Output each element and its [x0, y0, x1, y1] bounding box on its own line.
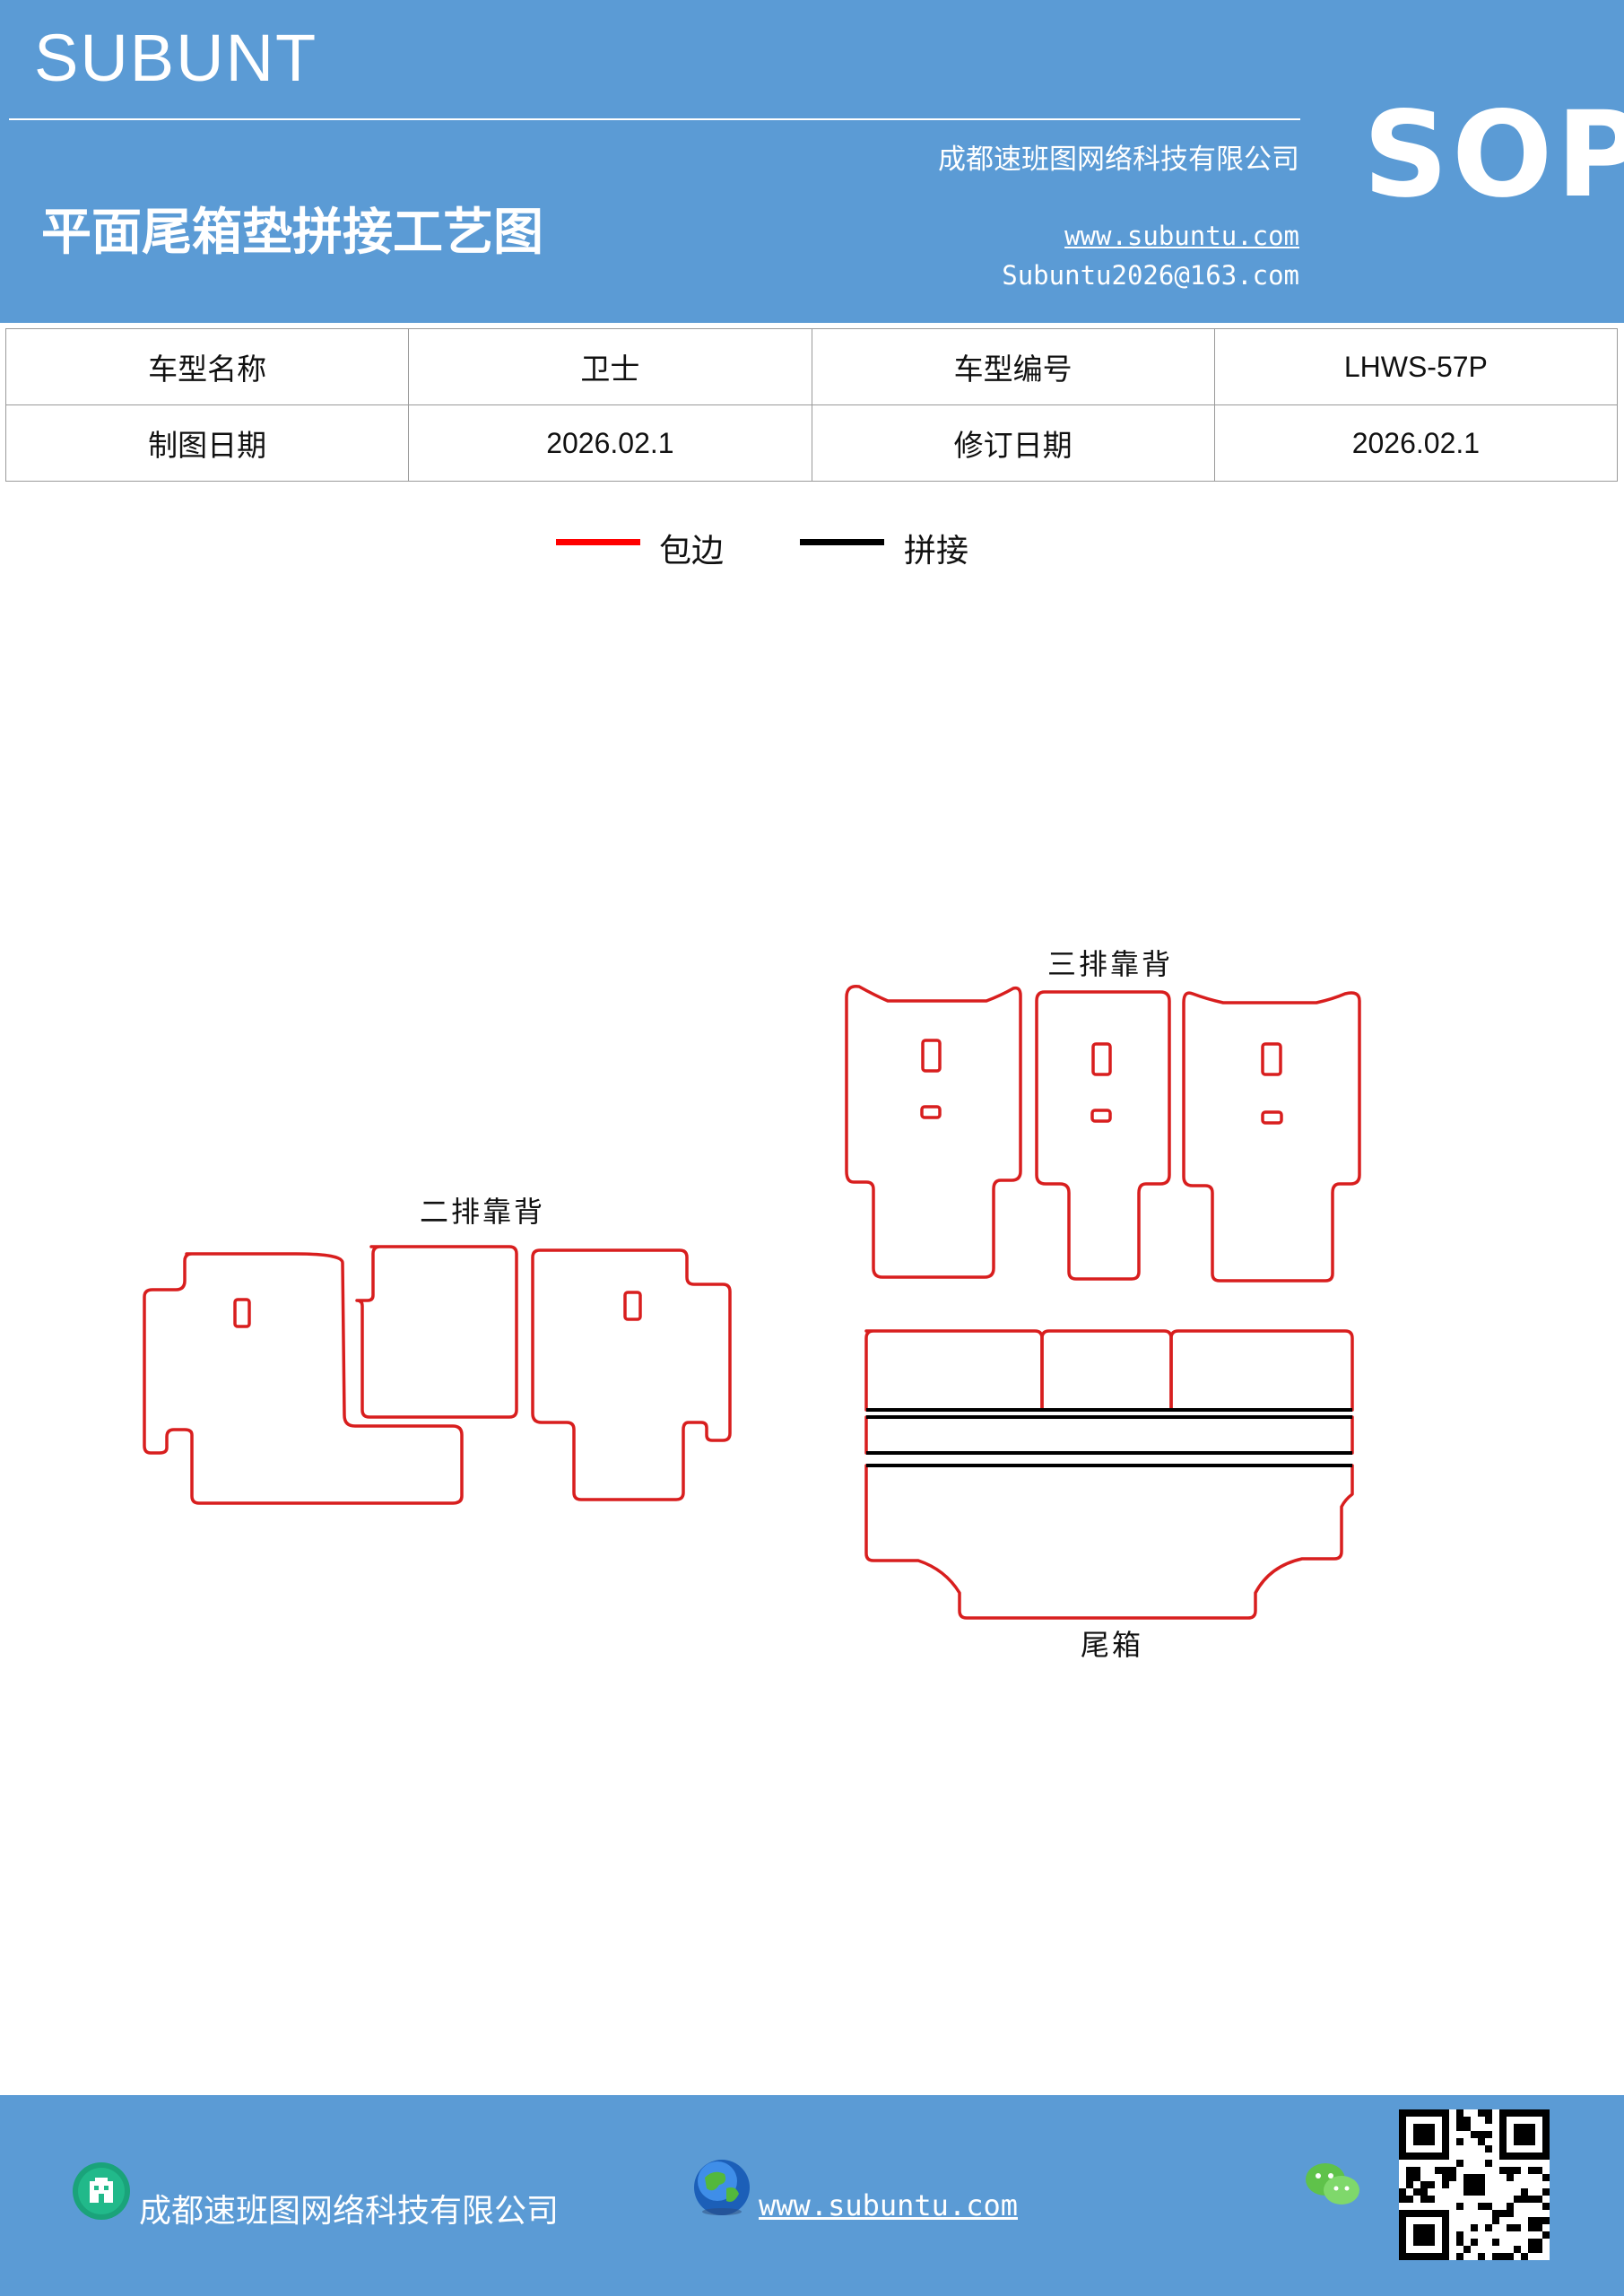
table-cell: 修订日期	[811, 404, 1215, 482]
second-row-left-slot	[233, 1298, 251, 1328]
sop-badge: SOP	[1363, 86, 1624, 224]
trunk-top-middle-piece	[1040, 1329, 1173, 1412]
label-second-row: 二排靠背	[420, 1195, 545, 1229]
mat-splicing-diagram: 二排靠背 三排靠背 尾箱	[143, 947, 1361, 1662]
third-row-right-slot	[1261, 1042, 1282, 1076]
qr-code	[1399, 2109, 1550, 2260]
globe-icon	[694, 2160, 750, 2215]
table-row: 车型名称 卫士 车型编号 LHWS-57P	[4, 328, 1619, 405]
table-cell: 车型名称	[4, 328, 410, 405]
third-row-middle-panel	[1035, 990, 1171, 1281]
legend-swatch-edge	[556, 539, 640, 545]
table-cell: LHWS-57P	[1213, 328, 1619, 405]
third-row-left-hole	[920, 1105, 942, 1119]
footer-website-link[interactable]: www.subuntu.com	[759, 2188, 1018, 2222]
legend-swatch-seam	[800, 539, 884, 545]
building-icon	[73, 2162, 130, 2220]
header: SUBUNT 成都速班图网络科技有限公司 平面尾箱垫拼接工艺图 www.subu…	[0, 0, 1624, 323]
second-row-right-slot	[623, 1291, 642, 1321]
footer: 成都速班图网络科技有限公司 www.subuntu.com	[0, 2095, 1624, 2296]
legend: 包边 拼接	[0, 525, 1624, 578]
vehicle-info-table: 车型名称 卫士 车型编号 LHWS-57P 制图日期 2026.02.1 修订日…	[4, 328, 1619, 482]
company-name: 成都速班图网络科技有限公司	[938, 144, 1299, 176]
email-address: Subuntu2026@163.com	[1002, 260, 1299, 291]
label-third-row: 三排靠背	[1047, 947, 1173, 981]
table-cell: 卫士	[408, 328, 812, 405]
table-row: 制图日期 2026.02.1 修订日期 2026.02.1	[4, 404, 1619, 482]
trunk-main-panel	[864, 1464, 1354, 1620]
third-row-left-panel	[845, 985, 1022, 1279]
second-row-right-panel	[531, 1248, 732, 1501]
footer-company: 成都速班图网络科技有限公司	[139, 2193, 560, 2230]
third-row-right-panel	[1182, 991, 1361, 1283]
table-cell: 2026.02.1	[408, 404, 812, 482]
label-trunk: 尾箱	[1081, 1628, 1143, 1662]
trunk-middle-strip	[864, 1415, 1354, 1455]
table-cell: 2026.02.1	[1213, 404, 1619, 482]
third-row-middle-slot	[1091, 1042, 1112, 1076]
trunk-top-left-piece	[864, 1329, 1044, 1412]
brand-logo: SUBUNT	[34, 21, 318, 95]
second-row-left-panel	[143, 1252, 464, 1505]
legend-label-seam: 拼接	[904, 533, 969, 570]
third-row-middle-hole	[1090, 1109, 1112, 1123]
wechat-icon[interactable]	[1302, 2158, 1365, 2212]
second-row-middle-panel	[355, 1245, 518, 1419]
table-cell: 制图日期	[4, 404, 410, 482]
third-row-right-hole	[1261, 1110, 1283, 1125]
header-divider	[9, 118, 1300, 120]
legend-label-edge: 包边	[659, 533, 725, 570]
website-link[interactable]: www.subuntu.com	[1064, 221, 1299, 251]
trunk-top-right-piece	[1169, 1329, 1354, 1412]
document-title: 平面尾箱垫拼接工艺图	[41, 204, 543, 262]
table-cell: 车型编号	[811, 328, 1215, 405]
third-row-left-slot	[921, 1039, 942, 1073]
